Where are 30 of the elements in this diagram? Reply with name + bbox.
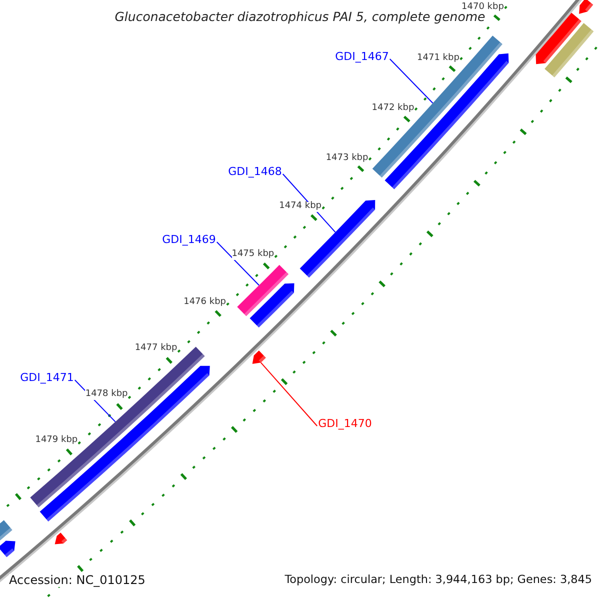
- gene-label: GDI_1467: [335, 50, 389, 64]
- gene-label: GDI_1469: [162, 234, 216, 246]
- scale-label: 1473 kbp: [326, 154, 368, 164]
- scale-label: 1479 kbp: [35, 436, 78, 446]
- scale-label: 1470 kbp: [462, 3, 504, 14]
- scale-label: 1476 kbp: [184, 298, 226, 308]
- leader-line: [216, 242, 260, 286]
- scale-label: 1472 kbp: [372, 104, 414, 114]
- gene-bar: [544, 23, 594, 78]
- leader-line: [389, 58, 434, 104]
- gene-bar: [0, 540, 16, 558]
- gene-label: GDI_1470: [318, 418, 372, 430]
- scale-label: 1474 kbp: [279, 202, 322, 212]
- accession-note: Accession: NC_010125: [9, 574, 146, 588]
- gene-bar: [536, 12, 582, 64]
- gene-bar: [300, 200, 376, 278]
- scale-label: 1477 kbp: [134, 344, 178, 354]
- gene-bar: [252, 350, 266, 364]
- scale-label: 1478 kbp: [85, 390, 128, 400]
- genome-summary: Topology: circular; Length: 3,944,163 bp; Genes: 3,845: [284, 574, 592, 586]
- gene-bar: [0, 520, 12, 540]
- gene-bar: [237, 264, 289, 316]
- scale-label: 1471 kbp: [417, 54, 460, 64]
- leader-line: [260, 362, 318, 426]
- gene-bar: [579, 0, 594, 14]
- scale-label: 1475 kbp: [232, 250, 274, 260]
- gene-label: GDI_1471: [20, 372, 74, 384]
- gene-bar: [54, 532, 68, 544]
- gene-label: GDI_1468: [228, 166, 282, 178]
- gene-bar: [250, 283, 294, 328]
